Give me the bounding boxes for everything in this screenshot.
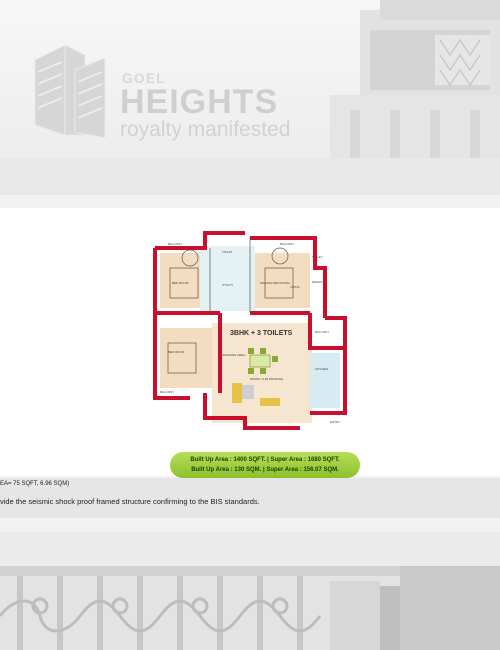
svg-text:BALCONY: BALCONY <box>168 242 182 246</box>
brand-tagline: royalty manifested <box>120 118 291 141</box>
footer-railing-image <box>0 566 500 650</box>
specification-bar: EA= 75 SQFT, 6.96 SQM) vide the seismic … <box>0 478 500 518</box>
svg-text:DINING CUM DRAWING: DINING CUM DRAWING <box>250 377 284 381</box>
railing-pattern-icon <box>0 566 500 650</box>
building-logo-icon <box>34 44 106 139</box>
svg-text:BED ROOM: BED ROOM <box>172 281 189 285</box>
divider-band <box>0 158 500 195</box>
svg-text:TOILET: TOILET <box>222 250 233 254</box>
svg-text:LIVING: LIVING <box>290 285 301 289</box>
area-note-text: EA= 75 SQFT, 6.96 SQM) <box>0 481 70 487</box>
svg-text:BED ROOM: BED ROOM <box>168 350 185 354</box>
area-line-2: Built Up Area : 130 SQM. | Super Area : … <box>191 467 339 473</box>
svg-text:TOILET: TOILET <box>312 255 323 259</box>
svg-text:DRESS: DRESS <box>312 280 322 284</box>
svg-text:WASHING AREA: WASHING AREA <box>222 353 245 357</box>
divider-band-lower <box>0 532 500 566</box>
building-facade-image <box>330 0 500 158</box>
structure-spec-text: vide the seismic shock proof framed stru… <box>0 497 260 506</box>
brand-prefix: GOEL <box>122 70 166 86</box>
svg-text:UTILITY: UTILITY <box>222 283 233 287</box>
svg-text:3BHK + 3 TOILETS: 3BHK + 3 TOILETS <box>230 330 293 337</box>
area-line-1: Built Up Area : 1400 SQFT. | Super Area … <box>190 457 340 463</box>
brand-title: HEIGHTS <box>120 83 279 121</box>
svg-text:ENTRY: ENTRY <box>330 420 340 424</box>
floor-plan-image: 3BHK + 3 TOILETS BALCONY BED ROOM TOILET… <box>153 231 347 430</box>
svg-text:BALCONY: BALCONY <box>315 330 329 334</box>
svg-text:MASTER BED ROOM: MASTER BED ROOM <box>260 281 290 285</box>
svg-text:BALCONY: BALCONY <box>160 390 174 394</box>
svg-text:BALCONY: BALCONY <box>280 242 294 246</box>
area-info-pill: Built Up Area : 1400 SQFT. | Super Area … <box>170 452 360 478</box>
svg-text:KITCHEN: KITCHEN <box>315 367 328 371</box>
